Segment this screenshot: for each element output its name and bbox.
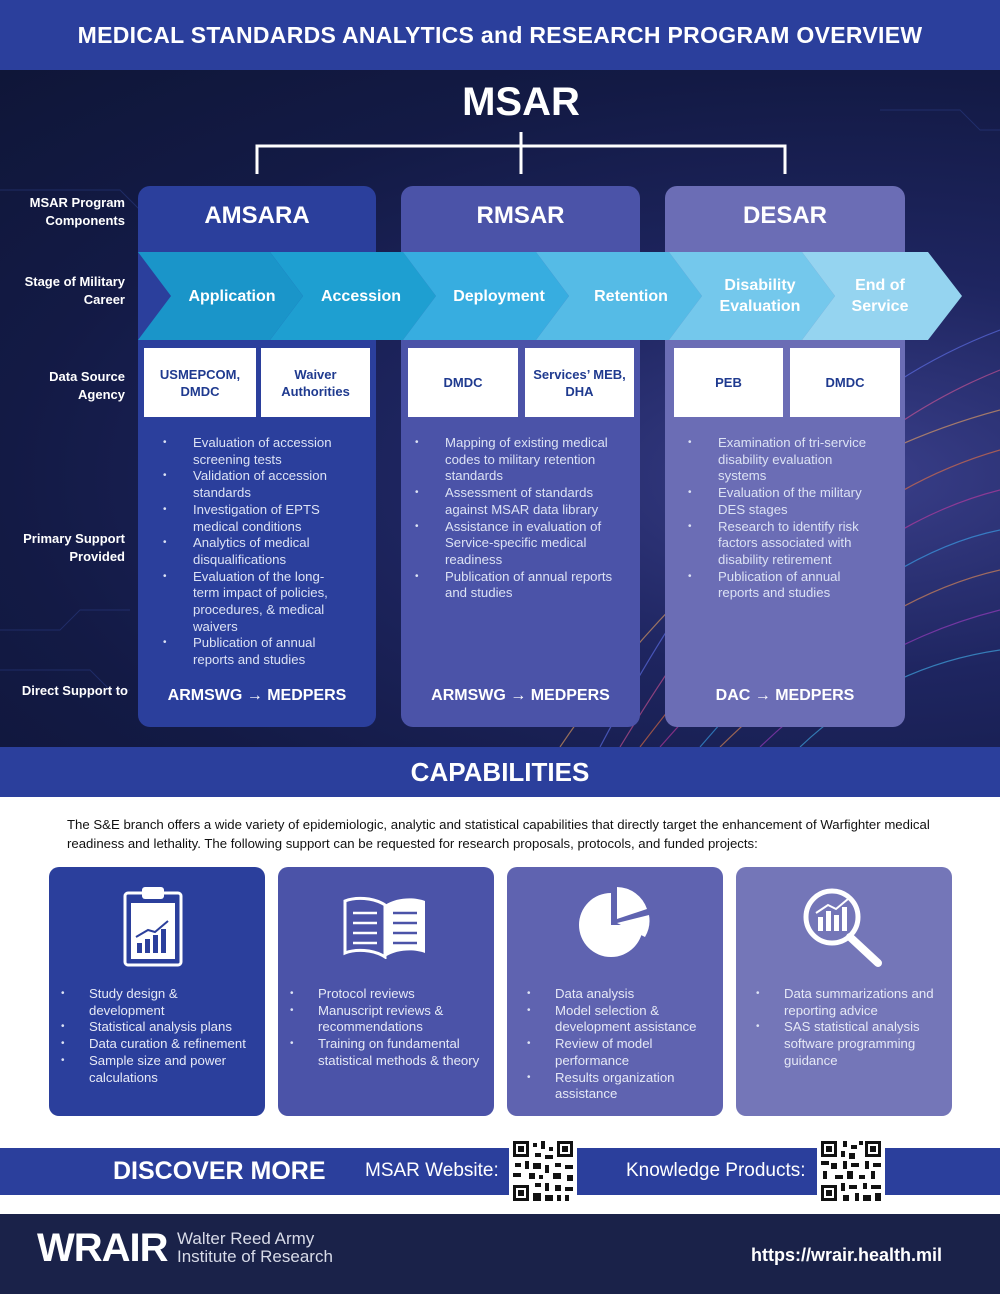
- column-title: AMSARA: [204, 202, 310, 229]
- support-list-amsara: Evaluation of accession screening tests …: [163, 435, 348, 669]
- agency-box: Services’ MEB, DHA: [525, 348, 634, 417]
- support-item: Evaluation of accession screening tests: [163, 435, 348, 468]
- row-label-components: MSAR Program Components: [29, 195, 125, 228]
- capability-item: Data summarizations and reporting advice: [756, 986, 946, 1019]
- program-overview-section: MSAR MSAR Program Components Stage of Mi…: [0, 70, 1000, 747]
- capability-item: Sample size and power calculations: [61, 1053, 256, 1086]
- capability-item: Study design & development: [61, 986, 256, 1019]
- row-label-stage: Stage of Military Career: [24, 274, 125, 307]
- capability-card-study-design: Study design & development Statistical a…: [49, 867, 265, 1116]
- website-label: MSAR Website:: [365, 1160, 499, 1181]
- column-title: DESAR: [742, 202, 827, 229]
- stage-retention-chevron: [536, 252, 702, 340]
- website-link[interactable]: https://wrair.health.mil: [751, 1245, 943, 1265]
- org-name-line2: Institute of Research: [177, 1247, 333, 1266]
- footer: WRAIR Walter Reed Army Institute of Rese…: [0, 1214, 1000, 1294]
- support-item: Research to identify risk factors associ…: [688, 519, 883, 569]
- stage-label: Accession: [320, 287, 402, 305]
- capability-list: Study design & development Statistical a…: [61, 986, 256, 1086]
- capability-card-protocol-reviews: Protocol reviews Manuscript reviews & re…: [278, 867, 494, 1116]
- discover-title: DISCOVER MORE: [113, 1157, 326, 1185]
- support-item: Evaluation of the military DES stages: [688, 485, 883, 518]
- capability-item: SAS statistical analysis software progra…: [756, 1019, 946, 1069]
- knowledge-products-qr-code[interactable]: [817, 1137, 885, 1205]
- capabilities-title: CAPABILITIES: [410, 756, 590, 787]
- support-item: Examination of tri-service disability ev…: [688, 435, 883, 485]
- stage-application-chevron: [138, 252, 303, 340]
- msar-website-qr-code[interactable]: [509, 1137, 577, 1205]
- org-bracket-connector: [255, 132, 787, 174]
- capability-list: Data summarizations and reporting advice…: [756, 986, 946, 1070]
- agency-box: DMDC: [408, 348, 518, 417]
- capability-card-data-analysis: Data analysis Model selection & developm…: [507, 867, 723, 1116]
- agency-box: PEB: [674, 348, 783, 417]
- row-label-agency: Data Source Agency: [49, 369, 125, 402]
- capabilities-intro: The S&E branch offers a wide variety of …: [67, 817, 930, 851]
- stage-label: Disability Evaluation: [719, 277, 801, 315]
- org-name: Walter Reed Army Institute of Research: [177, 1230, 333, 1266]
- capability-list: Data analysis Model selection & developm…: [527, 986, 717, 1103]
- capability-item: Results organization assistance: [527, 1070, 717, 1103]
- agency-box: DMDC: [790, 348, 900, 417]
- knowledge-products-label: Knowledge Products:: [626, 1160, 806, 1181]
- support-item: Analytics of medical disqualifications: [163, 535, 348, 568]
- support-item: Mapping of existing medical codes to mil…: [415, 435, 615, 485]
- support-item: Investigation of EPTS medical conditions: [163, 502, 348, 535]
- support-item: Evaluation of the long-term impact of po…: [163, 569, 348, 636]
- stage-label: Application: [188, 287, 276, 305]
- capability-item: Model selection & development assistance: [527, 1003, 717, 1036]
- clipboard-chart-icon: [123, 887, 183, 967]
- page-title-bar: MEDICAL STANDARDS ANALYTICS and RESEARCH…: [0, 0, 1000, 70]
- capability-item: Data curation & refinement: [61, 1036, 256, 1053]
- direct-support-rmsar: ARMSWG → MEDPERS: [431, 687, 610, 704]
- agency-box: Waiver Authorities: [261, 348, 370, 417]
- stage-end-of-service-chevron: [802, 252, 962, 340]
- row-label-support: Primary Support Provided: [23, 531, 125, 564]
- stage-label: Deployment: [453, 287, 545, 305]
- stage-label: End of Service: [851, 277, 909, 315]
- stage-accession-chevron: [270, 252, 436, 340]
- row-label-direct: Direct Support to: [21, 683, 128, 698]
- direct-support-amsara: ARMSWG → MEDPERS: [167, 687, 347, 704]
- support-item: Assistance in evaluation of Service-spec…: [415, 519, 615, 569]
- program-title: MSAR: [462, 80, 580, 124]
- support-list-desar: Examination of tri-service disability ev…: [688, 435, 883, 602]
- capability-item: Review of model performance: [527, 1036, 717, 1069]
- column-title: RMSAR: [476, 202, 565, 229]
- capability-item: Protocol reviews: [290, 986, 480, 1003]
- capability-item: Training on fundamental statistical meth…: [290, 1036, 480, 1069]
- magnifier-chart-icon: [803, 888, 882, 967]
- career-stage-chevrons: [138, 252, 962, 340]
- capability-item: Manuscript reviews & recommendations: [290, 1003, 480, 1036]
- wrair-logo: WRAIR: [37, 1226, 169, 1270]
- capabilities-header: CAPABILITIES: [0, 747, 1000, 797]
- capability-card-data-summarization: Data summarizations and reporting advice…: [736, 867, 952, 1116]
- direct-support-desar: DAC → MEDPERS: [715, 687, 855, 704]
- pie-chart-icon: [579, 887, 650, 957]
- support-list-rmsar: Mapping of existing medical codes to mil…: [415, 435, 615, 602]
- stage-disability-chevron: [669, 252, 835, 340]
- org-name-line1: Walter Reed Army: [177, 1229, 315, 1248]
- open-book-icon: [343, 896, 425, 959]
- capability-item: Data analysis: [527, 986, 717, 1003]
- support-item: Publication of annual reports and studie…: [163, 635, 348, 668]
- capability-item: Statistical analysis plans: [61, 1019, 256, 1036]
- capability-list: Protocol reviews Manuscript reviews & re…: [290, 986, 480, 1070]
- page-title: MEDICAL STANDARDS ANALYTICS and RESEARCH…: [77, 21, 923, 48]
- support-item: Publication of annual reports and studie…: [415, 569, 615, 602]
- stage-label: Retention: [594, 287, 668, 305]
- stage-deployment-chevron: [403, 252, 569, 340]
- support-item: Validation of accession standards: [163, 468, 348, 501]
- support-item: Publication of annual reports and studie…: [688, 569, 883, 602]
- agency-box: USMEPCOM, DMDC: [144, 348, 256, 417]
- support-item: Assessment of standards against MSAR dat…: [415, 485, 615, 518]
